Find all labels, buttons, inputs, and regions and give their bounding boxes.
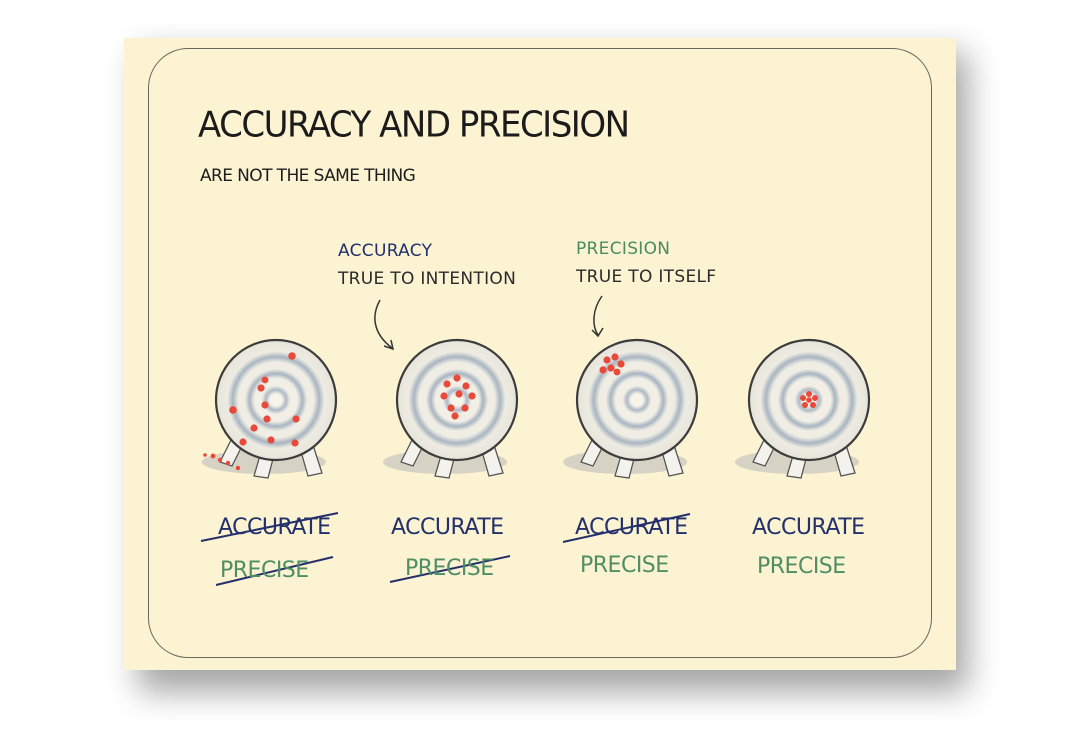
target-3-precise-label: PRECISE <box>580 553 669 578</box>
target-4 <box>735 338 871 479</box>
strike-precise-1 <box>215 556 334 586</box>
target-1-face <box>214 338 338 462</box>
target-4-precise-label: PRECISE <box>757 554 846 579</box>
target-2-precise-label: PRECISE <box>405 556 494 581</box>
target-2-hits <box>440 374 476 420</box>
strike-lines <box>200 512 691 586</box>
page-title: ACCURACY AND PRECISION <box>198 104 630 146</box>
target-4-accurate-label: ACCURATE <box>752 515 865 540</box>
target-2-accurate-label: ACCURATE <box>391 515 504 540</box>
accuracy-heading: ACCURACY <box>338 241 433 261</box>
target-1-hits <box>229 352 300 447</box>
accuracy-arrowhead-icon <box>383 339 395 351</box>
strike-precise-2 <box>389 555 511 583</box>
target-1-missed-hits <box>203 453 241 471</box>
target-3-face <box>575 338 699 462</box>
target-1-accurate-label: ACCURATE <box>218 515 331 540</box>
card-border <box>148 48 932 658</box>
strike-accurate-1 <box>200 512 339 542</box>
target-3 <box>563 338 699 479</box>
precision-arrow-icon <box>593 295 603 336</box>
precision-arrowhead-icon <box>591 327 604 338</box>
target-3-hits <box>599 353 625 376</box>
precision-definition: TRUE TO ITSELF <box>576 267 717 287</box>
target-2-face <box>395 338 519 462</box>
target-1 <box>202 338 338 479</box>
accuracy-definition: TRUE TO INTENTION <box>338 269 517 289</box>
precision-annotation: PRECISION TRUE TO ITSELF <box>576 239 716 287</box>
target-2 <box>383 338 519 479</box>
precision-heading: PRECISION <box>576 239 671 259</box>
page-subtitle: ARE NOT THE SAME THING <box>200 166 416 186</box>
strike-accurate-3 <box>562 513 691 543</box>
accuracy-arrow-icon <box>374 299 393 349</box>
accuracy-annotation: ACCURACY TRUE TO INTENTION <box>338 241 516 289</box>
target-1-precise-label: PRECISE <box>220 558 309 583</box>
target-4-hits <box>800 391 818 408</box>
target-3-accurate-label: ACCURATE <box>575 515 688 540</box>
